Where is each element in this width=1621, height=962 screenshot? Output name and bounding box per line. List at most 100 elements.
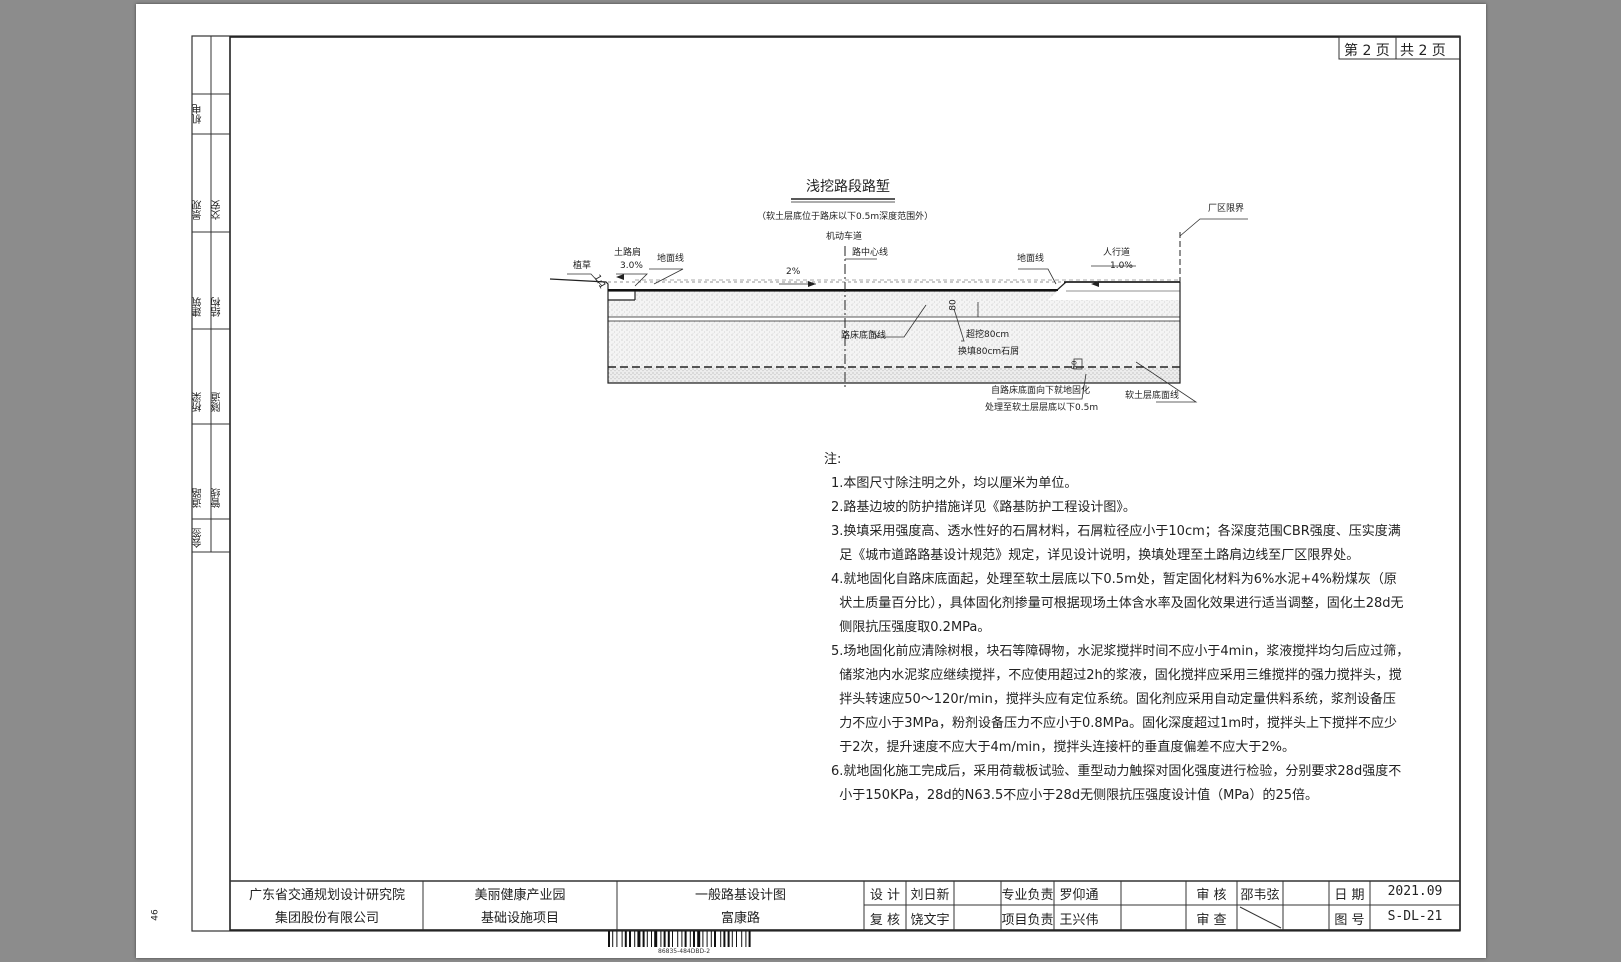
review-label: 复 核	[869, 913, 901, 928]
sidebar-label-qiaoliang: 桥梁	[193, 392, 204, 412]
drawing-canvas	[191, 35, 1461, 947]
note-line: 于2次，提升速度不应大于4m/min，搅拌头连接杆的垂直度偏差不应大于2%。	[831, 740, 1295, 755]
label-lane-slope: 2%	[786, 267, 801, 277]
project-name-2: 基础设施项目	[480, 911, 559, 926]
label-over-excavation: 超挖80cm	[966, 330, 1010, 340]
date-label: 日 期	[1334, 888, 1365, 903]
barcode-bar	[714, 931, 716, 947]
page-total: 共 2 页	[1400, 43, 1446, 59]
barcode-bar	[710, 931, 712, 947]
barcode-bar	[629, 931, 631, 947]
label-soft-soil-line: 软土层底面线	[1125, 391, 1180, 401]
sidebar-label-guanxian: 管线	[212, 488, 223, 508]
note-line: 2.路基边坡的防护措施详见《路基防护工程设计图》。	[831, 500, 1136, 515]
barcode-bar	[741, 931, 743, 947]
label-ground-line-left: 地面线	[657, 254, 685, 264]
project-name-1: 美丽健康产业园	[474, 888, 566, 903]
audit-label: 审 核	[1196, 888, 1227, 903]
sidebar-label-suidao: 隧道	[212, 392, 223, 412]
label-solidify-2: 处理至软土层层底以下0.5m	[985, 403, 1099, 413]
margin-page-number: 46	[150, 909, 161, 921]
barcode-bar	[697, 931, 701, 947]
barcode-bar	[608, 931, 610, 947]
label-planting: 植草	[573, 261, 592, 271]
barcode-bar	[677, 931, 679, 947]
barcode-bar	[684, 931, 687, 947]
note-line: 状土质量百分比），具体固化剂掺量可根据现场土体含水率及固化效果进行适当调整，固化…	[831, 596, 1404, 611]
barcode-bar	[745, 931, 747, 947]
drawing-title: 浅挖路段路堑	[806, 179, 890, 195]
label-ground-line-right: 地面线	[1017, 254, 1045, 264]
sidebar-label-huiqian: 会签	[193, 528, 204, 548]
note-line: 足《城市道路路基设计规范》规定，详见设计说明，换填处理至土路肩边线至厂区限界处。	[831, 548, 1360, 563]
number-value: S-DL-21	[1387, 909, 1443, 924]
barcode-bar	[731, 931, 733, 947]
barcode-bar	[663, 931, 666, 947]
label-dim-50: 50	[1070, 360, 1079, 370]
label-sidewalk: 人行道	[1103, 248, 1131, 258]
design-name: 刘日新	[910, 888, 950, 903]
note-line: 小于150KPa，28d的N63.5不应小于28d无侧限抗压强度设计值（MPa）…	[831, 788, 1319, 803]
barcode-bar	[727, 931, 730, 947]
barcode-bar	[689, 931, 691, 947]
barcode-bar	[651, 931, 652, 947]
drawing-name-1: 一般路基设计图	[694, 888, 786, 903]
barcode-bar	[637, 931, 641, 947]
pm-label: 项目负责	[1001, 913, 1054, 928]
barcode-bar	[624, 931, 627, 947]
label-solidify-1: 自路床底面向下就地固化	[991, 386, 1091, 396]
drawing-subtitle: （软土层底位于路床以下0.5m深度范围外）	[757, 212, 934, 222]
label-sidewalk-slope: 1.0%	[1110, 261, 1133, 271]
barcode-bar	[612, 931, 614, 947]
sidebar-label-jianzhu: 建筑	[193, 297, 204, 317]
barcode-bar	[672, 931, 673, 947]
sidebar-label-jidian: 机电	[193, 104, 204, 124]
notes-heading: 注:	[824, 452, 842, 467]
barcode	[608, 931, 751, 947]
note-line: 3.换填采用强度高、透水性好的石屑材料，石屑粒径应小于10cm；各深度范围CBR…	[831, 524, 1401, 539]
note-line: 5.场地固化前应清除树根，块石等障碍物，水泥浆搅拌时间不应小于4min，浆液搅拌…	[831, 644, 1410, 659]
barcode-bar	[720, 931, 722, 947]
barcode-text: 86835-484DBD-2	[658, 948, 711, 955]
sidebar-label-jiaoan: 交安	[212, 200, 223, 220]
inner-frame	[229, 36, 1461, 931]
page-current: 第 2 页	[1344, 43, 1390, 59]
label-shoulder: 土路肩	[614, 248, 642, 258]
note-line: 4.就地固化自路床底面起，处理至软土层底以下0.5m处，暂定固化材料为6%水泥+…	[831, 572, 1397, 587]
number-label: 图 号	[1334, 913, 1365, 928]
note-line: 6.就地固化施工完成后，采用荷载板试验、重型动力触探对固化强度进行检验，分别要求…	[831, 764, 1402, 779]
solidified-layer	[608, 367, 1180, 383]
drawing-name-2: 富康路	[720, 911, 760, 926]
barcode-bar	[681, 931, 683, 947]
barcode-bar	[736, 931, 737, 947]
pm-name: 王兴伟	[1059, 913, 1099, 928]
sidebar-label-jingguan: 景观	[193, 200, 204, 220]
page-box	[1338, 36, 1461, 60]
label-center-line: 路中心线	[852, 248, 889, 258]
label-dim-80: 80	[948, 299, 959, 311]
barcode-bar	[667, 931, 670, 947]
review-name: 饶文宇	[910, 913, 950, 928]
company-name-1: 广东省交通规划设计研究院	[248, 888, 405, 903]
barcode-bar	[646, 931, 648, 947]
note-line: 储浆池内水泥浆应继续搅拌，不应使用超过2h的浆液，固化搅拌应采用三维搅拌的强力搅…	[831, 668, 1402, 683]
label-motorway: 机动车道	[826, 232, 863, 242]
barcode-bar	[621, 931, 623, 947]
design-label: 设 计	[869, 888, 901, 903]
sidebar-label-jiegou: 结构	[212, 297, 223, 317]
barcode-bar	[642, 931, 645, 947]
label-shoulder-slope: 3.0%	[620, 261, 643, 271]
label-bed-bottom-line: 路床底面线	[841, 331, 887, 341]
drawing-sheet: 第 2 页 共 2 页 机电 景观 交安 建筑 结构 桥梁 隧道 道路 管线 会…	[136, 4, 1486, 958]
barcode-bar	[702, 931, 704, 947]
note-line: 1.本图尺寸除注明之外，均以厘米为单位。	[831, 476, 1078, 491]
note-line: 拌头转速应50～120r/min，搅拌头应有定位系统。固化剂应采用自动定量供料系…	[831, 692, 1396, 707]
label-factory-boundary: 厂区限界	[1208, 204, 1245, 214]
title-block-grid	[230, 880, 1460, 930]
date-value: 2021.09	[1387, 884, 1443, 899]
barcode-bar	[723, 931, 726, 947]
barcode-bar	[693, 931, 695, 947]
label-replace-fill: 换填80cm石屑	[958, 347, 1020, 357]
replacement-layer	[608, 321, 1180, 367]
